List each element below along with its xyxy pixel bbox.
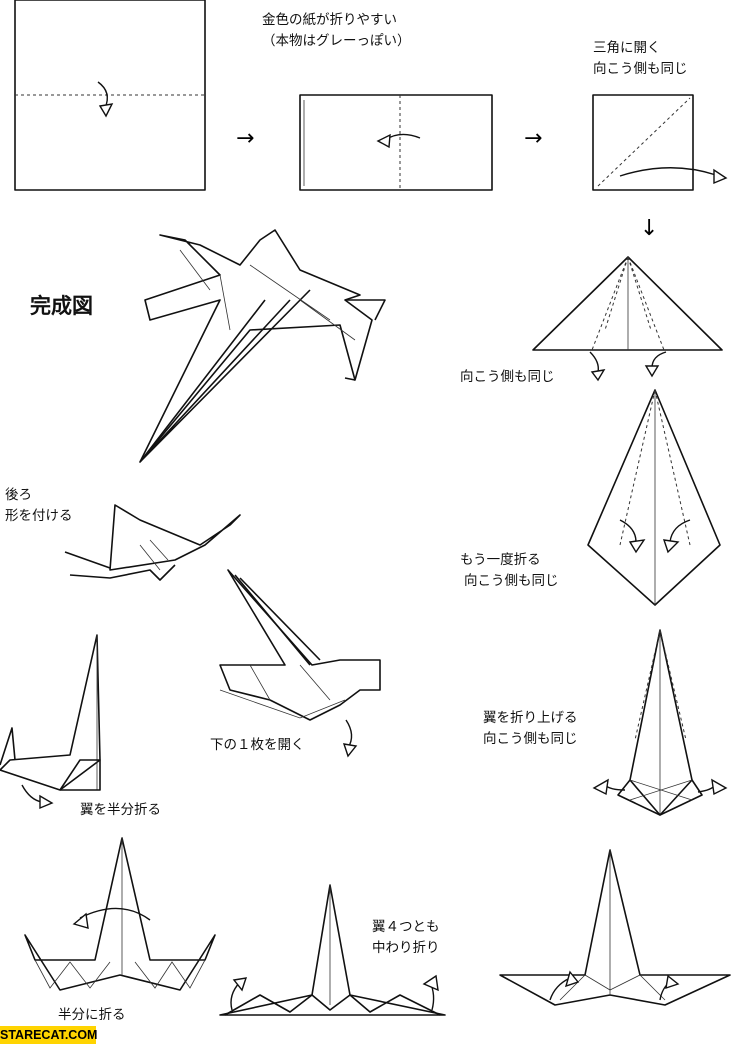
- arrow-head-icon: [590, 369, 606, 382]
- paper-line: [109, 504, 241, 571]
- step10-half-model: [0, 634, 101, 810]
- paper-line: [224, 994, 441, 1016]
- step11-note: 下の１枚を開く: [210, 737, 305, 753]
- step9-note: 半分に折る: [58, 1007, 126, 1023]
- arrow-head-icon: [232, 977, 248, 992]
- paper-line: [587, 389, 721, 606]
- step8-note: 翼４つとも 中わり折り: [372, 917, 440, 959]
- paper-line: [669, 519, 691, 543]
- paper-line: [604, 784, 626, 791]
- paper-line: [532, 256, 723, 351]
- step10-note: 翼を半分折る: [80, 802, 161, 818]
- step2-rectangle: [299, 94, 493, 191]
- paper-line: [0, 727, 101, 791]
- step4-triangle: [532, 256, 723, 382]
- arrow-head-icon: [644, 365, 660, 378]
- finished-title: 完成図: [30, 294, 93, 318]
- step2-note: 金色の紙が折りやすい （本物はグレーっぽい）: [262, 10, 411, 52]
- paper-line: [299, 94, 493, 191]
- note-line: 翼を折り上げる: [483, 710, 578, 726]
- paper-line: [219, 569, 381, 721]
- paper-line: [219, 664, 346, 719]
- step1-square: [14, 0, 206, 191]
- fold-line: [627, 256, 665, 351]
- note-line: 形を付ける: [5, 508, 73, 524]
- fold-line: [591, 256, 629, 351]
- arrow-head-icon: [665, 974, 680, 990]
- note-line: もう一度折る: [460, 552, 541, 568]
- note-line: 向こう側も同じ: [464, 573, 559, 589]
- note-line: 向こう側も同じ: [483, 731, 578, 747]
- step12-back-view: [64, 504, 241, 581]
- paper-line: [21, 784, 43, 803]
- paper-line: [79, 907, 151, 921]
- note-line: 向こう側も同じ: [593, 61, 688, 77]
- step6-wings-up: [592, 629, 728, 816]
- paper-line: [179, 249, 356, 341]
- paper-line: [34, 959, 206, 989]
- step6-note: 翼を折り上げる 向こう側も同じ: [483, 708, 578, 750]
- fold-arrow-icon: [98, 103, 114, 118]
- step9-model: [24, 837, 216, 991]
- step5-note: もう一度折る 向こう側も同じ: [460, 550, 559, 592]
- note-line: 後ろ: [5, 487, 32, 503]
- step8-model: [219, 884, 446, 1016]
- note-line: 翼４つとも: [372, 919, 440, 935]
- paper-line: [589, 351, 600, 373]
- arrow-head-icon: [342, 743, 358, 758]
- paper-line: [629, 629, 693, 816]
- arrow-head-icon: [72, 912, 89, 929]
- paper-line: [0, 634, 101, 791]
- paper-line: [619, 519, 637, 543]
- watermark: STARECAT.COM: [0, 1026, 98, 1044]
- paper-line: [64, 551, 176, 581]
- step12-note: 後ろ 形を付ける: [5, 485, 73, 527]
- fold-line: [619, 389, 656, 546]
- step11-model: [219, 569, 381, 758]
- step3-square: [592, 94, 728, 191]
- arrow-head-icon: [592, 778, 609, 796]
- step4-note: 向こう側も同じ: [460, 369, 555, 385]
- note-line: 中わり折り: [372, 940, 440, 956]
- fold-line: [634, 629, 661, 741]
- paper-line: [344, 299, 386, 381]
- paper-line: [139, 539, 169, 571]
- arrow-head-icon: [39, 794, 54, 810]
- fold-line: [654, 389, 691, 546]
- step7-model: [499, 849, 731, 1006]
- note-line: 金色の紙が折りやすい: [262, 12, 397, 28]
- arrow-head-icon: [564, 970, 580, 988]
- open-arrow-icon: [713, 168, 728, 185]
- fold-line: [627, 256, 652, 331]
- step5-kite: [587, 389, 721, 606]
- arrow-head-icon: [628, 539, 646, 554]
- fold-line: [597, 97, 691, 187]
- finished-xwing: [139, 229, 386, 463]
- arrow-head-icon: [711, 778, 728, 796]
- fold-arrow-icon: [376, 133, 391, 149]
- arrow-head-icon: [422, 974, 439, 992]
- paper-line: [139, 289, 311, 463]
- next-arrow-icon: →: [524, 126, 542, 151]
- paper-line: [234, 574, 321, 666]
- arrow-head-icon: [662, 539, 680, 554]
- down-arrow-icon: ↓: [640, 216, 658, 241]
- paper-line: [219, 884, 446, 1016]
- paper-line: [499, 849, 731, 1006]
- paper-line: [619, 167, 717, 177]
- paper-line: [14, 0, 206, 191]
- next-arrow-icon: →: [236, 126, 254, 151]
- paper-line: [24, 837, 216, 991]
- paper-line: [629, 779, 693, 801]
- note-line: （本物はグレーっぽい）: [262, 33, 411, 49]
- fold-line: [604, 256, 629, 331]
- paper-line: [592, 94, 694, 191]
- step3-note: 三角に開く 向こう側も同じ: [593, 38, 688, 80]
- fold-line: [659, 629, 687, 741]
- note-line: 三角に開く: [593, 40, 661, 56]
